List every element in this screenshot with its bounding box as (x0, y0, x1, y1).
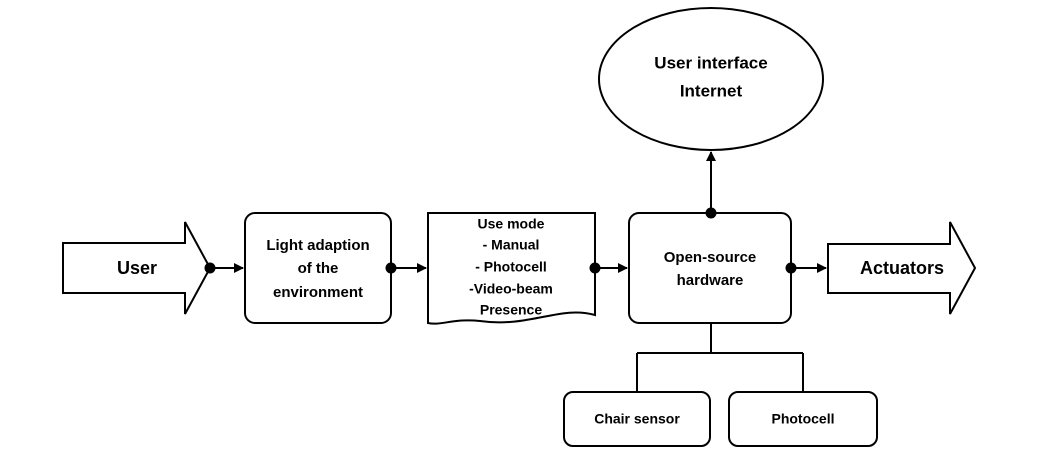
user-interface-line-2: Internet (680, 81, 743, 100)
photocell-box: Photocell (728, 391, 878, 447)
connector-usemode-to-hardware (589, 262, 628, 274)
use-mode-line-1: Use mode (478, 216, 545, 232)
use-mode-line-4: -Video-beam (469, 281, 553, 297)
hardware-box: Open-source hardware (628, 212, 792, 324)
user-block-arrow: User (62, 221, 212, 315)
chair-sensor-box: Chair sensor (563, 391, 711, 447)
connector-hardware-to-interface (705, 151, 717, 219)
connector-dot (589, 262, 601, 274)
connector-hardware-to-sensors (636, 323, 804, 392)
use-mode-document-shape (427, 212, 596, 325)
user-interface-line-1: User interface (654, 53, 767, 72)
hardware-rect (628, 212, 792, 324)
light-adaption-box: Light adaption of the environment (244, 212, 392, 324)
hardware-line-2: hardware (677, 272, 744, 289)
hardware-line-1: Open-source (664, 249, 757, 266)
light-adaption-line-3: environment (273, 284, 363, 301)
use-mode-line-5: Presence (480, 302, 542, 318)
connector-light-to-usemode (385, 262, 427, 274)
user-interface-ellipse-shape (598, 7, 824, 151)
chair-sensor-label: Chair sensor (594, 411, 680, 427)
user-arrow-shape (62, 221, 212, 315)
actuators-label: Actuators (860, 258, 944, 278)
user-interface-ellipse: User interface Internet (598, 7, 824, 151)
photocell-label: Photocell (771, 411, 834, 427)
use-mode-box: Use mode - Manual - Photocell -Video-bea… (427, 212, 596, 325)
user-label: User (117, 258, 157, 278)
use-mode-line-3: - Photocell (475, 259, 547, 275)
connector-dot (204, 262, 216, 274)
connector-dot (785, 262, 797, 274)
use-mode-line-2: - Manual (483, 237, 540, 253)
connector-dot (385, 262, 397, 274)
light-adaption-line-1: Light adaption (266, 237, 369, 254)
connector-hardware-to-actuators (785, 262, 827, 274)
actuators-arrow-shape (827, 221, 977, 315)
connector-user-to-light (204, 262, 244, 274)
light-adaption-line-2: of the (298, 260, 339, 277)
actuators-block-arrow: Actuators (827, 221, 977, 315)
connector-dot (705, 207, 717, 219)
